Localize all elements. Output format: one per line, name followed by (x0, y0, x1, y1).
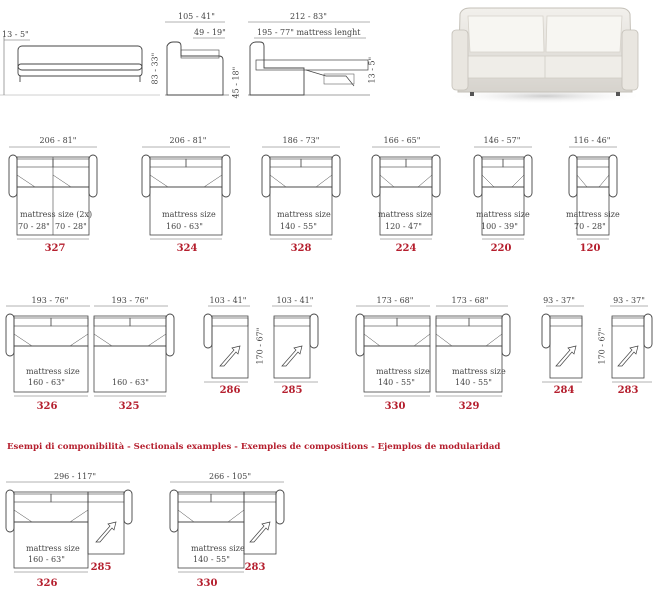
model-328-code: 328 (290, 243, 312, 254)
section-title: Esempi di componibilità - Sectionals exa… (7, 442, 501, 452)
model-283-code: 283 (617, 385, 639, 396)
open-mattress-dimension: 195 - 77" mattress lenght (257, 28, 361, 37)
model-284-width: 93 - 37" (543, 296, 575, 305)
model-120-mattress-label: mattress size (566, 210, 620, 219)
model-329-size: 140 - 55" (455, 378, 492, 387)
model-330-size: 140 - 55" (378, 378, 415, 387)
side-height-dimension: 83 - 33" (150, 52, 160, 85)
example-2-code-b: 283 (244, 562, 266, 573)
model-220-mattress-label: mattress size (476, 210, 530, 219)
model-220-size: 100 - 39" (481, 222, 518, 231)
model-283-width: 93 - 37" (613, 296, 645, 305)
model-327-size: 70 - 28" (18, 222, 50, 231)
model-330-width: 173 - 68" (376, 296, 414, 305)
model-224-width: 166 - 65" (383, 136, 421, 145)
model-326-code: 326 (36, 401, 58, 412)
model-328-mattress-label: mattress size (277, 210, 331, 219)
model-325-code: 325 (118, 401, 140, 412)
example-1-mattress-label: mattress size (26, 544, 80, 553)
front-view-drawing (0, 36, 160, 96)
model-330-code: 330 (384, 401, 406, 412)
example-2-width: 266 - 105" (208, 472, 251, 481)
model-224-mattress-label: mattress size (378, 210, 432, 219)
side-view-drawing (165, 21, 229, 96)
model-224-code: 224 (395, 243, 417, 254)
example-1-code-a: 326 (36, 578, 58, 589)
model-329-mattress-label: mattress size (452, 367, 506, 376)
model-286-code: 286 (219, 385, 241, 396)
model-324-width: 206 - 81" (169, 136, 207, 145)
model-327-width: 206 - 81" (39, 136, 77, 145)
model-284-code: 284 (553, 385, 575, 396)
model-330-mattress-label: mattress size (376, 367, 430, 376)
model-220-code: 220 (490, 243, 512, 254)
front-dimension: 13 - 5" (2, 30, 29, 39)
model-224-size: 120 - 47" (385, 222, 422, 231)
model-328-width: 186 - 73" (282, 136, 320, 145)
sofa-photo (440, 0, 650, 105)
model-327-mattress-label: mattress size (2x) (20, 210, 93, 219)
model-329-code: 329 (458, 401, 480, 412)
model-329-width: 173 - 68" (451, 296, 489, 305)
example-2-size: 140 - 55" (193, 555, 230, 564)
example-1-code-b: 285 (90, 562, 112, 573)
open-length-dimension: 212 - 83" (290, 12, 327, 21)
model-324-mattress-label: mattress size (162, 210, 216, 219)
model-328-size: 140 - 55" (280, 222, 317, 231)
open-bed-drawing (248, 21, 370, 96)
model-327-code: 327 (44, 243, 66, 254)
model-120-code: 120 (579, 243, 601, 254)
model-324-size: 160 - 63" (166, 222, 203, 231)
example-2-mattress-label: mattress size (191, 544, 245, 553)
example-1-size: 160 - 63" (28, 555, 65, 564)
model-327-size-2: 70 - 28" (55, 222, 87, 231)
model-285-code: 285 (281, 385, 303, 396)
model-286-width: 103 - 41" (209, 296, 247, 305)
model-325-width: 193 - 76" (111, 296, 149, 305)
example-2-code-a: 330 (196, 578, 218, 589)
model-285-width: 103 - 41" (276, 296, 314, 305)
model-324-code: 324 (176, 243, 198, 254)
example-1-width: 296 - 117" (53, 472, 96, 481)
side-depth-dimension: 105 - 41" (178, 12, 215, 21)
model-326-mattress-label: mattress size (26, 367, 80, 376)
side-seat-dimension: 49 - 19" (194, 28, 226, 37)
model-220-width: 146 - 57" (483, 136, 521, 145)
model-326-width: 193 - 76" (31, 296, 69, 305)
model-325-size: 160 - 63" (112, 378, 149, 387)
model-120-size: 70 - 28" (574, 222, 606, 231)
model-326-size: 160 - 63" (28, 378, 65, 387)
sofa-photo-illustration (445, 7, 645, 104)
model-120-width: 116 - 46" (573, 136, 611, 145)
